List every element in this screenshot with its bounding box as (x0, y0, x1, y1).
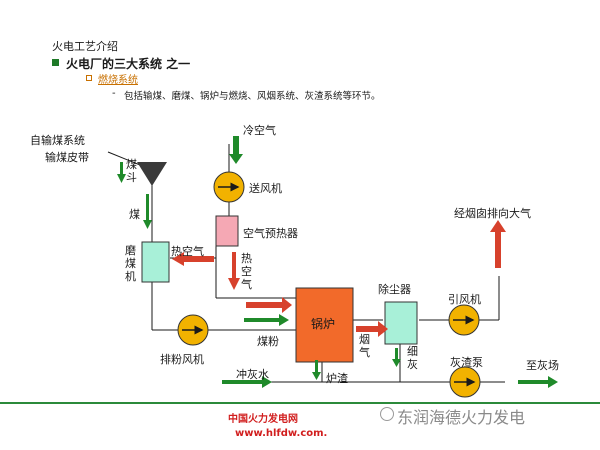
stack-arrow-icon (490, 220, 506, 268)
description: 包括输煤、磨煤、锅炉与燃烧、风烟系统、灰渣系统等环节。 (124, 91, 381, 102)
label-slag: 炉渣 (326, 372, 348, 385)
red-arrows (172, 220, 506, 337)
label-to-ash-yard: 至灰场 (526, 359, 559, 372)
slag-arrow-icon (312, 360, 321, 380)
footer-divider (0, 402, 600, 404)
subheading: 燃烧系统 (98, 75, 138, 86)
label-exhauster: 排粉风机 (160, 353, 204, 366)
label-fine-ash: 细灰 (407, 345, 418, 371)
hopper-coal-arrow-icon (117, 162, 126, 183)
label-coal-transport-source: 自输煤系统 (30, 134, 85, 147)
label-flue-gas: 烟气 (359, 333, 370, 359)
watermark-logo-icon (380, 407, 394, 421)
fine-ash-arrow-icon (392, 348, 401, 367)
subheading-bullet-icon (86, 75, 92, 81)
section-heading: 火电厂的三大系统 之一 (66, 57, 191, 71)
label-boiler: 锅炉 (311, 317, 336, 331)
label-hot-air-vertical: 热空气 (241, 252, 252, 291)
label-dust-collector: 除尘器 (378, 283, 411, 296)
green-arrows (117, 136, 558, 388)
coal-hopper-icon (137, 162, 167, 186)
exhauster-fan-icon (177, 314, 209, 346)
ash-pump-icon (449, 366, 481, 398)
label-fd-fan: 送风机 (249, 182, 282, 195)
label-id-fan: 引风机 (448, 293, 481, 306)
air-preheater-box (215, 215, 239, 247)
label-hot-air: 热空气 (171, 245, 204, 258)
mill-box (141, 241, 170, 283)
label-to-atmosphere: 经烟囱排向大气 (454, 207, 531, 220)
hot-air-to-mill-arrow-icon (172, 252, 214, 266)
description-dash: - (112, 88, 116, 99)
to-ash-yard-arrow-icon (518, 376, 558, 388)
flue-gas-arrow-icon (356, 321, 388, 337)
dust-collector-box (384, 301, 418, 345)
heading-bullet-icon (52, 59, 59, 66)
watermark-text: 东润海德火力发电 (397, 408, 526, 427)
flush-water-arrow-icon (222, 376, 272, 388)
label-air-preheater: 空气预热器 (243, 227, 298, 240)
boiler-box (295, 287, 354, 363)
label-cold-air: 冷空气 (243, 124, 276, 137)
id-fan-icon (448, 304, 480, 336)
hot-air-to-boiler-arrow-icon (246, 297, 292, 313)
label-mill: 磨煤机 (125, 244, 136, 283)
label-coal: 煤 (129, 208, 140, 221)
page-title: 火电工艺介绍 (52, 40, 118, 53)
label-flushing-water: 冲灰水 (236, 368, 269, 381)
coal-arrow-icon (143, 194, 152, 229)
fd-fan-icon (213, 171, 245, 203)
label-coal-hopper: 煤斗 (126, 158, 137, 184)
label-ash-pump: 灰渣泵 (450, 356, 483, 369)
belt-line (107, 151, 141, 166)
cold-air-arrow-icon (229, 136, 243, 164)
label-coal-belt: 输煤皮带 (45, 151, 89, 164)
label-pulverized-coal: 煤粉 (257, 335, 279, 348)
hot-air-down-arrow-icon (228, 252, 240, 290)
exhauster-to-boiler-arrow-icon (244, 314, 289, 326)
footer-site-name: 中国火力发电网 (228, 414, 298, 425)
footer-site-url: www.hlfdw.com. (235, 428, 328, 439)
